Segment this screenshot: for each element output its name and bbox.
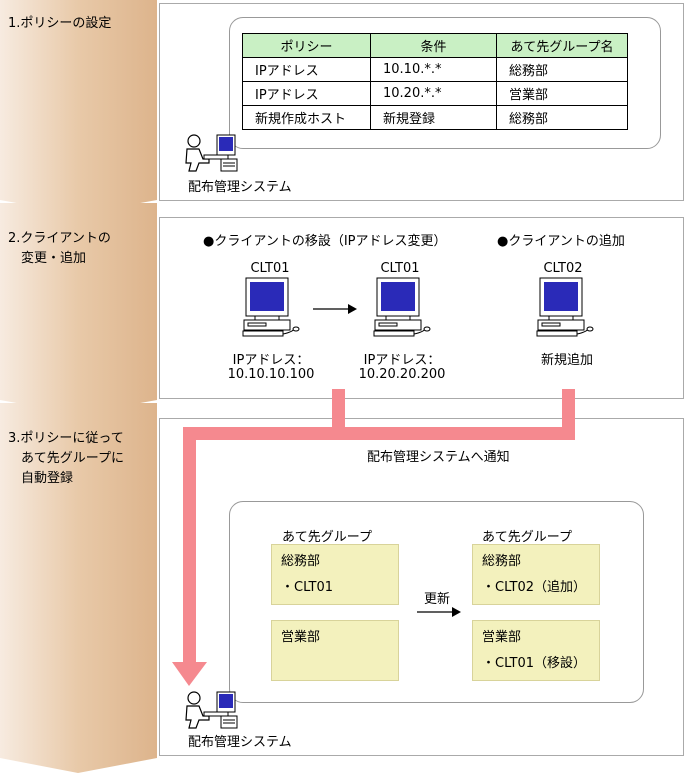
group-eigyo-after: 営業部 ・CLT01（移設） [472, 620, 600, 681]
operator-icon [185, 134, 238, 172]
add-heading: ●クライアントの追加 [497, 234, 625, 249]
right-group-heading: あて先グループ [482, 530, 572, 545]
table-cell: 10.10.*.* [370, 57, 497, 82]
move-heading: ●クライアントの移設（IPアドレス変更） [203, 234, 447, 249]
group-name: 営業部 [482, 630, 522, 645]
mgmt-system-label-1: 配布管理システム [188, 180, 292, 195]
table-cell: 新規登録 [370, 105, 497, 130]
step-band-3 [0, 403, 157, 773]
group-soumu-before: 総務部 ・CLT01 [271, 544, 399, 605]
group-soumu-after: 総務部 ・CLT02（追加） [472, 544, 600, 605]
table-cell: IPアドレス [242, 81, 371, 106]
notify-arrow-head [172, 662, 207, 686]
computer-caption-2b: 10.20.20.200 [358, 367, 446, 382]
notify-arrow-bar [183, 427, 575, 440]
move-arrow-icon [313, 304, 357, 314]
notify-arrow-drop-1 [332, 389, 345, 429]
policy-table-header: ポリシー 条件 あて先グループ名 [242, 33, 628, 58]
computer-name-1: CLT01 [250, 261, 290, 276]
computer-caption-1a: IPアドレス： [232, 353, 310, 368]
table-cell: 新規作成ホスト [242, 105, 371, 130]
policy-header-policy: ポリシー [242, 33, 371, 58]
notify-label: 配布管理システムへ通知 [367, 450, 510, 465]
group-item: ・CLT02（追加） [482, 580, 587, 595]
table-cell: 営業部 [496, 81, 628, 106]
step-3-label: 3.ポリシーに従って あて先グループに 自動登録 [8, 431, 124, 486]
policy-header-group: あて先グループ名 [496, 33, 628, 58]
left-group-heading: あて先グループ [282, 530, 372, 545]
table-row: 新規作成ホスト 新規登録 総務部 [242, 105, 628, 130]
notify-arrow-drop-2 [562, 389, 575, 439]
table-cell: 総務部 [496, 105, 628, 130]
computer-name-3: CLT02 [543, 261, 583, 276]
notify-arrow-shaft [183, 427, 196, 664]
computer-name-2: CLT01 [380, 261, 420, 276]
mgmt-system-label-2: 配布管理システム [188, 735, 292, 750]
group-eigyo-before: 営業部 [271, 620, 399, 681]
policy-table: ポリシー 条件 あて先グループ名 IPアドレス 10.10.*.* 総務部 IP… [242, 33, 628, 130]
step-2-label: 2.クライアントの 変更・追加 [8, 231, 111, 266]
group-item: ・CLT01（移設） [482, 656, 587, 671]
computer-caption-3a: 新規追加 [540, 353, 593, 368]
computer-icon [242, 277, 300, 337]
group-name: 総務部 [482, 554, 522, 569]
computer-caption-1b: 10.10.10.100 [227, 367, 315, 382]
update-arrow-icon [417, 607, 461, 617]
operator-icon [185, 691, 238, 729]
group-name: 営業部 [281, 630, 321, 645]
step-1-label: 1.ポリシーの設定 [8, 16, 112, 31]
step-band [0, 0, 157, 773]
computer-icon [536, 277, 594, 337]
step-band-2 [0, 203, 157, 414]
group-item: ・CLT01 [281, 580, 334, 595]
update-label: 更新 [424, 592, 451, 607]
step-band-1 [0, 0, 157, 214]
computer-icon [373, 277, 431, 337]
computer-caption-2a: IPアドレス： [363, 353, 441, 368]
group-name: 総務部 [281, 554, 321, 569]
